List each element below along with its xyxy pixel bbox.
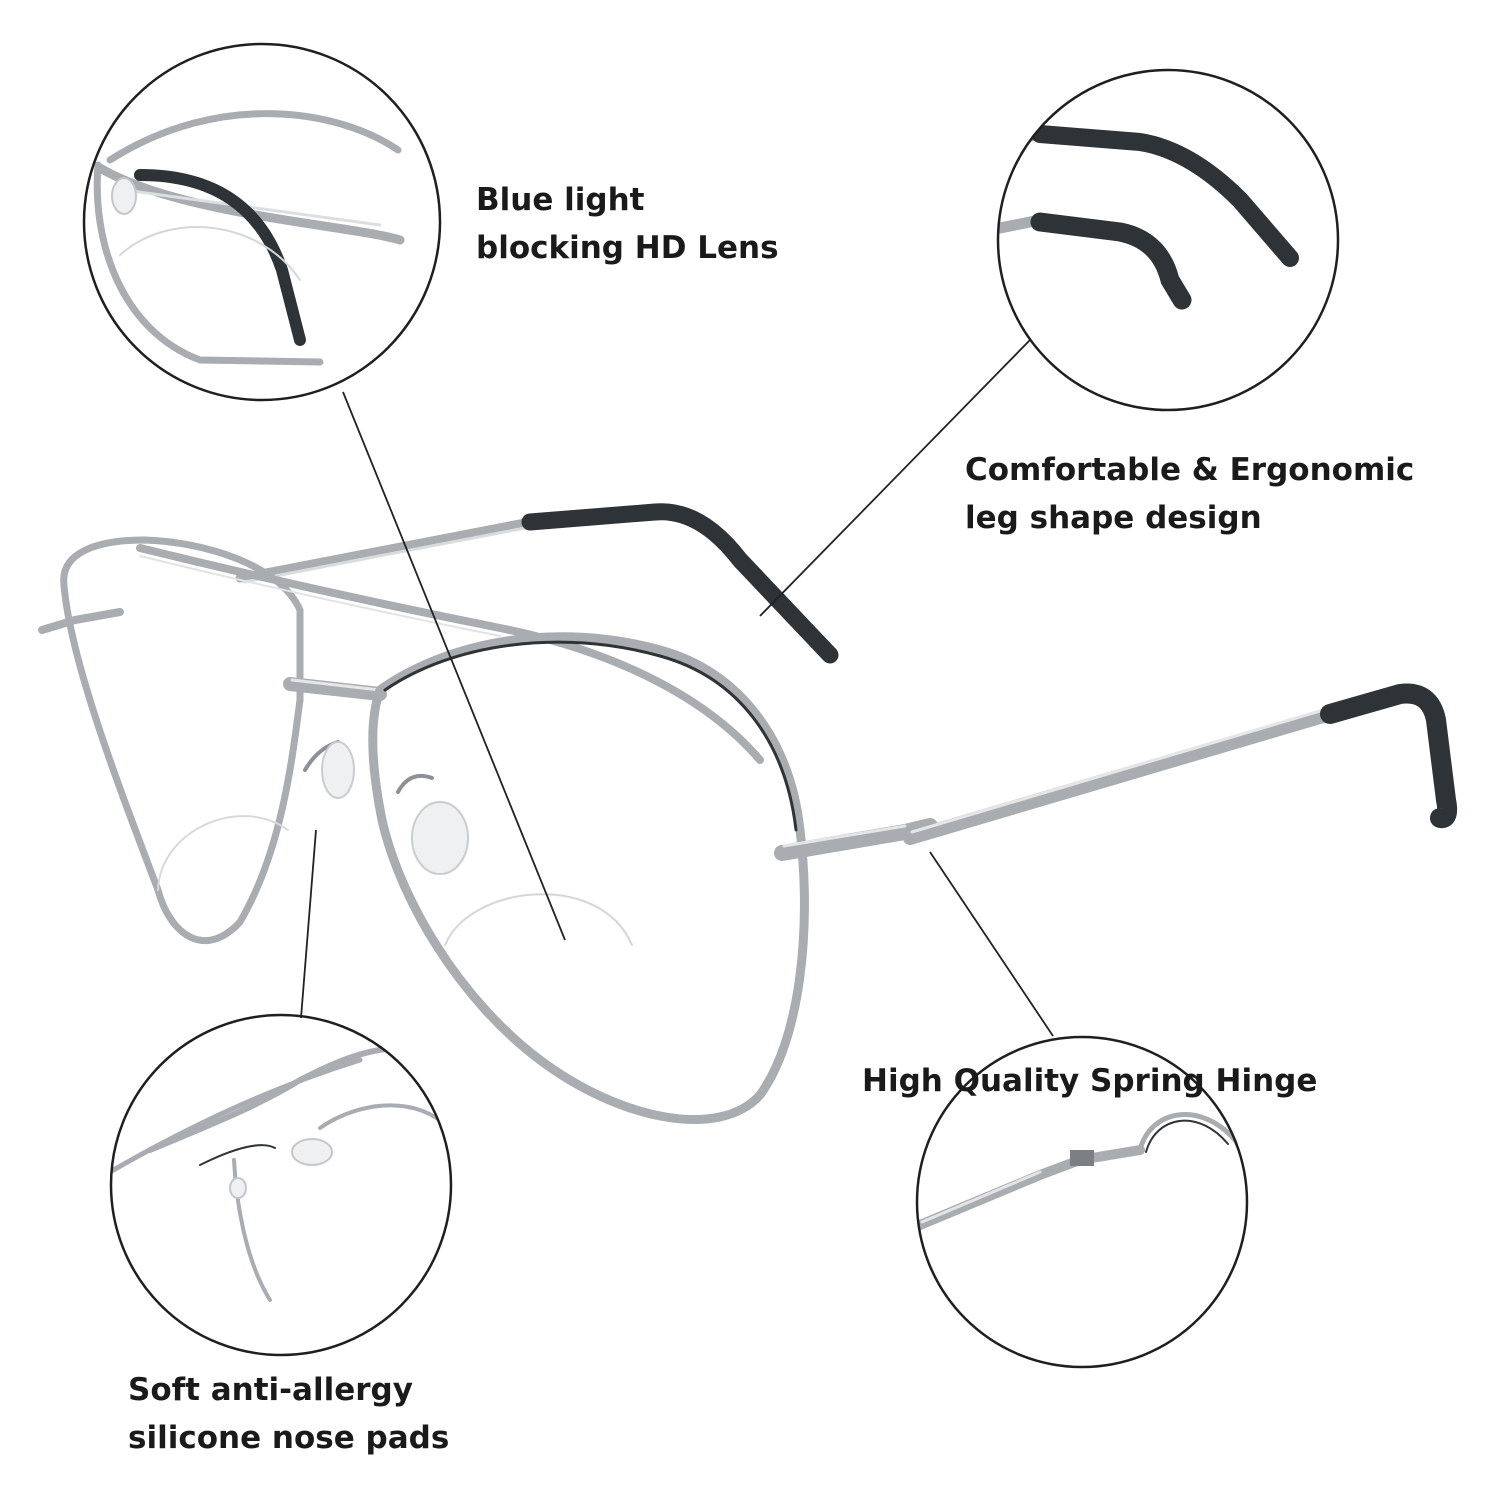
leader-line-hinge <box>929 851 1054 1037</box>
feature-caption-pads-line1: Soft anti-allergy <box>128 1372 413 1408</box>
nose-pad-right <box>396 773 469 875</box>
far-temple-tip <box>521 503 839 664</box>
detail-circle-lens <box>82 42 442 402</box>
far-temple-arm <box>235 517 535 583</box>
feature-caption-pads-line2: silicone nose pads <box>128 1420 450 1456</box>
glasses-main <box>38 503 1458 1124</box>
feature-caption-hinge: High Quality Spring Hinge <box>862 1057 1317 1105</box>
left-lens-frame <box>60 536 304 945</box>
leader-line-lens <box>342 391 566 941</box>
leader-line-leg <box>759 339 1031 617</box>
right-lens-frame <box>368 632 809 1124</box>
detail-circle-pads <box>109 1013 453 1357</box>
feature-caption-hinge-line1: High Quality Spring Hinge <box>862 1063 1318 1099</box>
right-bifocal <box>444 893 633 946</box>
feature-caption-pads: Soft anti-allergy silicone nose pads <box>128 1366 449 1462</box>
leader-line-pads <box>300 829 317 1019</box>
detail-circle-lens-border <box>82 42 442 402</box>
detail-circle-pads-border <box>109 1013 453 1357</box>
lower-bridge <box>283 677 387 701</box>
feature-caption-lens-line2: blocking HD Lens <box>476 230 779 266</box>
left-bifocal <box>157 815 289 891</box>
feature-caption-lens: Blue light blocking HD Lens <box>476 176 779 272</box>
near-temple-arm <box>903 707 1337 845</box>
nose-pad-left <box>303 740 355 799</box>
feature-caption-leg: Comfortable & Ergonomic leg shape design <box>965 446 1414 542</box>
top-bridge-bar <box>136 544 764 764</box>
feature-caption-leg-line2: leg shape design <box>965 500 1262 536</box>
detail-circle-leg <box>996 68 1340 412</box>
feature-caption-lens-line1: Blue light <box>476 182 645 218</box>
detail-circle-leg-border <box>996 68 1340 412</box>
near-temple-tip <box>1320 683 1458 829</box>
leader-lines <box>300 339 1054 1037</box>
detail-circle-hinge-border <box>915 1035 1249 1369</box>
feature-caption-leg-line1: Comfortable & Ergonomic <box>965 452 1415 488</box>
